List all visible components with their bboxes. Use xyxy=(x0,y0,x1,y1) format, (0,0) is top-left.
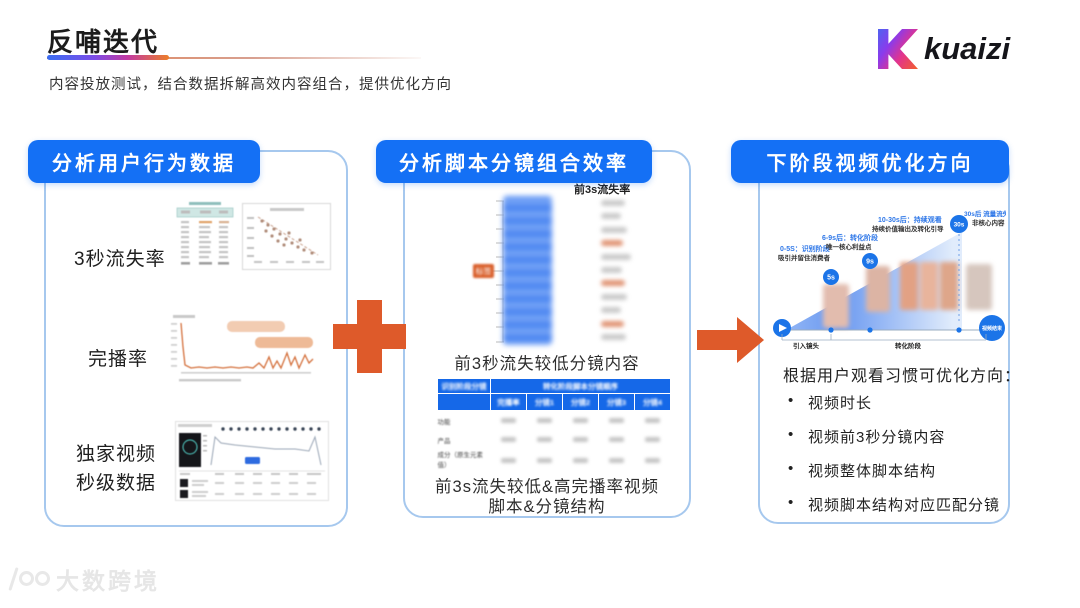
blurred-value xyxy=(601,293,627,300)
timeline-diagram: 0-5S：识别阶段 吸引并留住消费者 6-9s后：转化阶段 唯一核心利益点 10… xyxy=(773,209,1006,350)
caption-line2: 脚本&分镜结构 xyxy=(488,498,606,517)
marker-30s: 30s xyxy=(954,222,965,229)
watermark-text: 大数跨境 xyxy=(56,568,160,594)
table-row: 产品 xyxy=(438,430,671,449)
stage2-sub: 唯一核心利益点 xyxy=(826,242,872,251)
label-completion-rate: 完播率 xyxy=(88,349,149,370)
blurred-value xyxy=(601,200,625,206)
title-underline-gradient xyxy=(47,55,169,60)
title-underline-thin xyxy=(47,57,421,59)
stage1-sub: 吸引并留住消费者 xyxy=(778,253,831,262)
marker-5s: 5s xyxy=(827,275,835,282)
storyboard-tag: 标签 xyxy=(473,264,494,278)
table-col-header: 分镜2 xyxy=(562,393,599,411)
marker-30s-pin xyxy=(950,215,968,233)
loss-rate-column-title: 前3s流失率 xyxy=(574,184,631,196)
brand-logo: kuaizi xyxy=(878,29,1010,69)
table-row: 成分（原生元素值） xyxy=(438,449,671,472)
table-header-sequence: 转化阶段脚本分镜顺序 xyxy=(489,378,672,394)
blurred-value xyxy=(601,266,622,273)
arrow-head xyxy=(737,317,764,363)
thumbnail-completion-chart xyxy=(171,315,314,382)
table-col-header: 分镜4 xyxy=(633,393,672,411)
blurred-value xyxy=(601,213,621,220)
table-col-header: 分镜3 xyxy=(598,393,635,411)
blurred-value xyxy=(601,320,624,327)
stage4-title: 30s后 流量流失 xyxy=(964,209,1006,218)
list-item: 视频前3秒分镜内容 xyxy=(783,426,1000,447)
blurred-value xyxy=(601,240,623,247)
storyboard-frames-column xyxy=(503,196,552,345)
list-item: 视频脚本结构对应匹配分镜 xyxy=(783,494,1000,515)
stage3-sub: 持续价值输出及转化引导 xyxy=(872,224,944,233)
page-title: 反哺迭代 xyxy=(47,27,160,57)
optimization-list: 视频时长 视频前3秒分镜内容 视频整体脚本结构 视频脚本结构对应匹配分镜 xyxy=(783,392,1000,528)
arrow-connector xyxy=(697,317,764,363)
blurred-value xyxy=(601,333,626,340)
video-end-badge xyxy=(979,315,1005,341)
thumbnail-loss-table xyxy=(176,202,234,265)
storyboard-sequence-table: 识别阶段分镜 转化阶段脚本分镜顺序 完播率 分镜1 分镜2 分镜3 分镜4 功能… xyxy=(437,378,672,472)
table-header-empty xyxy=(437,393,491,411)
brand-name: kuaizi xyxy=(924,31,1011,66)
panel3-header: 下阶段视频优化方向 xyxy=(731,140,1009,183)
marker-5s-pin xyxy=(823,269,839,285)
blurred-value xyxy=(601,226,627,233)
watermark: 大数跨境 xyxy=(6,562,160,596)
table-col-header: 分镜1 xyxy=(526,393,563,411)
list-item: 视频时长 xyxy=(783,392,1000,413)
label-second-level-data: 独家视频 秒级数据 xyxy=(76,444,157,495)
loss-rate-values xyxy=(601,200,631,347)
list-item: 视频整体脚本结构 xyxy=(783,460,1000,481)
axis-label-conversion: 转化阶段 xyxy=(895,341,922,350)
watermark-logo-icon xyxy=(6,564,52,594)
thumbnail-dashboard xyxy=(175,421,329,501)
blurred-value xyxy=(601,280,625,287)
label-3s-loss-rate: 3秒流失率 xyxy=(74,249,166,270)
stage1-title: 0-5S：识别阶段 xyxy=(780,244,830,253)
stage4-sub: 非核心内容 xyxy=(972,218,1005,227)
arrow-shaft xyxy=(697,330,737,350)
plus-connector xyxy=(333,300,406,373)
thumbnail-scatter-chart xyxy=(242,203,331,270)
marker-9s: 9s xyxy=(866,259,874,266)
panel1-header: 分析用户行为数据 xyxy=(28,140,260,183)
video-end-label: 视频结束 xyxy=(982,325,1003,332)
panel2-caption-top: 前3秒流失较低分镜内容 xyxy=(454,355,640,373)
kuaizi-k-icon xyxy=(878,29,918,69)
blurred-value xyxy=(601,307,621,314)
blurred-value xyxy=(601,253,631,260)
stage3-title: 10-30s后：持续观看 xyxy=(878,215,942,224)
table-col-header: 完播率 xyxy=(490,393,527,411)
caption-line1: 前3s流失较低&高完播率视频 xyxy=(435,478,659,496)
table-row: 功能 xyxy=(438,411,671,430)
axis-label-intro: 引入镜头 xyxy=(793,341,820,350)
stage2-title: 6-9s后：转化阶段 xyxy=(822,233,878,242)
optimization-list-title: 根据用户观看习惯可优化方向： xyxy=(783,368,1022,385)
page-subtitle: 内容投放测试，结合数据拆解高效内容组合，提供优化方向 xyxy=(49,77,452,93)
panel2-header: 分析脚本分镜组合效率 xyxy=(376,140,652,183)
marker-9s-pin xyxy=(862,253,878,269)
panel2-caption-bottom: 前3s流失较低&高完播率视频 脚本&分镜结构 xyxy=(403,477,691,517)
table-header-stage: 识别阶段分镜 xyxy=(437,378,491,394)
